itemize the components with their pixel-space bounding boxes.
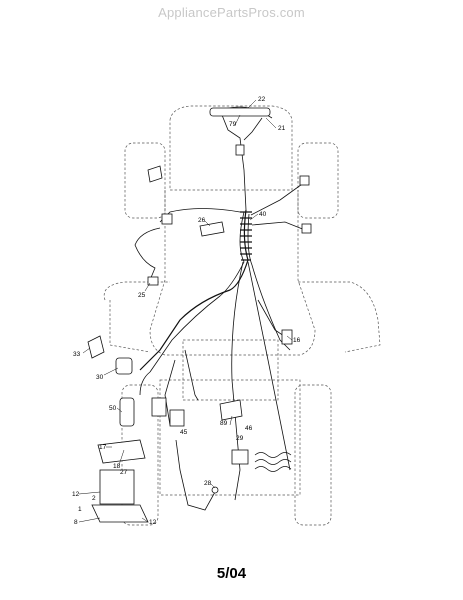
ignition-switch [115,357,133,375]
callout-27: 27 [120,469,128,476]
callout-29: 29 [236,435,244,442]
connector-left [161,213,173,225]
callout-8: 8 [74,519,78,526]
components [87,107,312,523]
switch-89 [219,399,243,421]
callout-26: 26 [198,217,206,224]
bracket-33 [87,335,105,359]
connector-45 [169,409,185,427]
plug-29 [231,449,249,465]
battery [99,469,135,505]
callout-16: 16 [293,337,301,344]
callout-89: 89 [220,420,228,427]
callout-50: 50 [109,405,117,412]
terminal-bolt [211,486,219,494]
connector-right-upper [299,175,310,186]
connector-right-mid [301,223,312,234]
callout-12-upper: 12 [72,491,80,498]
callout-18: 18 [113,463,121,470]
callout-33: 33 [73,351,81,358]
switch-plug [147,165,163,183]
callout-45: 45 [180,429,188,436]
ground-terminal [147,276,159,286]
relay-block [151,397,167,417]
callout-22: 22 [258,96,266,103]
headlight-bar [209,107,271,117]
callout-12-lower: 12 [149,519,157,526]
callout-30: 30 [96,374,104,381]
callout-17: 17 [99,444,107,451]
fuse-holder [199,221,225,237]
module-50 [119,397,135,427]
callout-40: 40 [259,211,267,218]
callout-1: 1 [78,506,82,513]
callout-21: 21 [278,125,286,132]
connector-16 [281,329,293,345]
connector-top [235,144,245,156]
callout-79: 79 [229,121,237,128]
coiled-loom [240,211,292,472]
battery-tray [91,504,149,523]
callout-28: 28 [204,480,212,487]
callout-labels: 22 79 21 40 26 25 33 30 16 50 45 89 46 2… [72,96,301,526]
callout-46: 46 [245,425,253,432]
page-footer-date: 5/04 [216,565,247,582]
leader-lines [78,99,293,523]
wire-harness [134,106,306,511]
watermark: AppliancePartsPros.com [158,5,305,20]
callout-2: 2 [92,495,96,502]
battery-tray-cover [97,439,146,464]
callout-25: 25 [138,292,146,299]
